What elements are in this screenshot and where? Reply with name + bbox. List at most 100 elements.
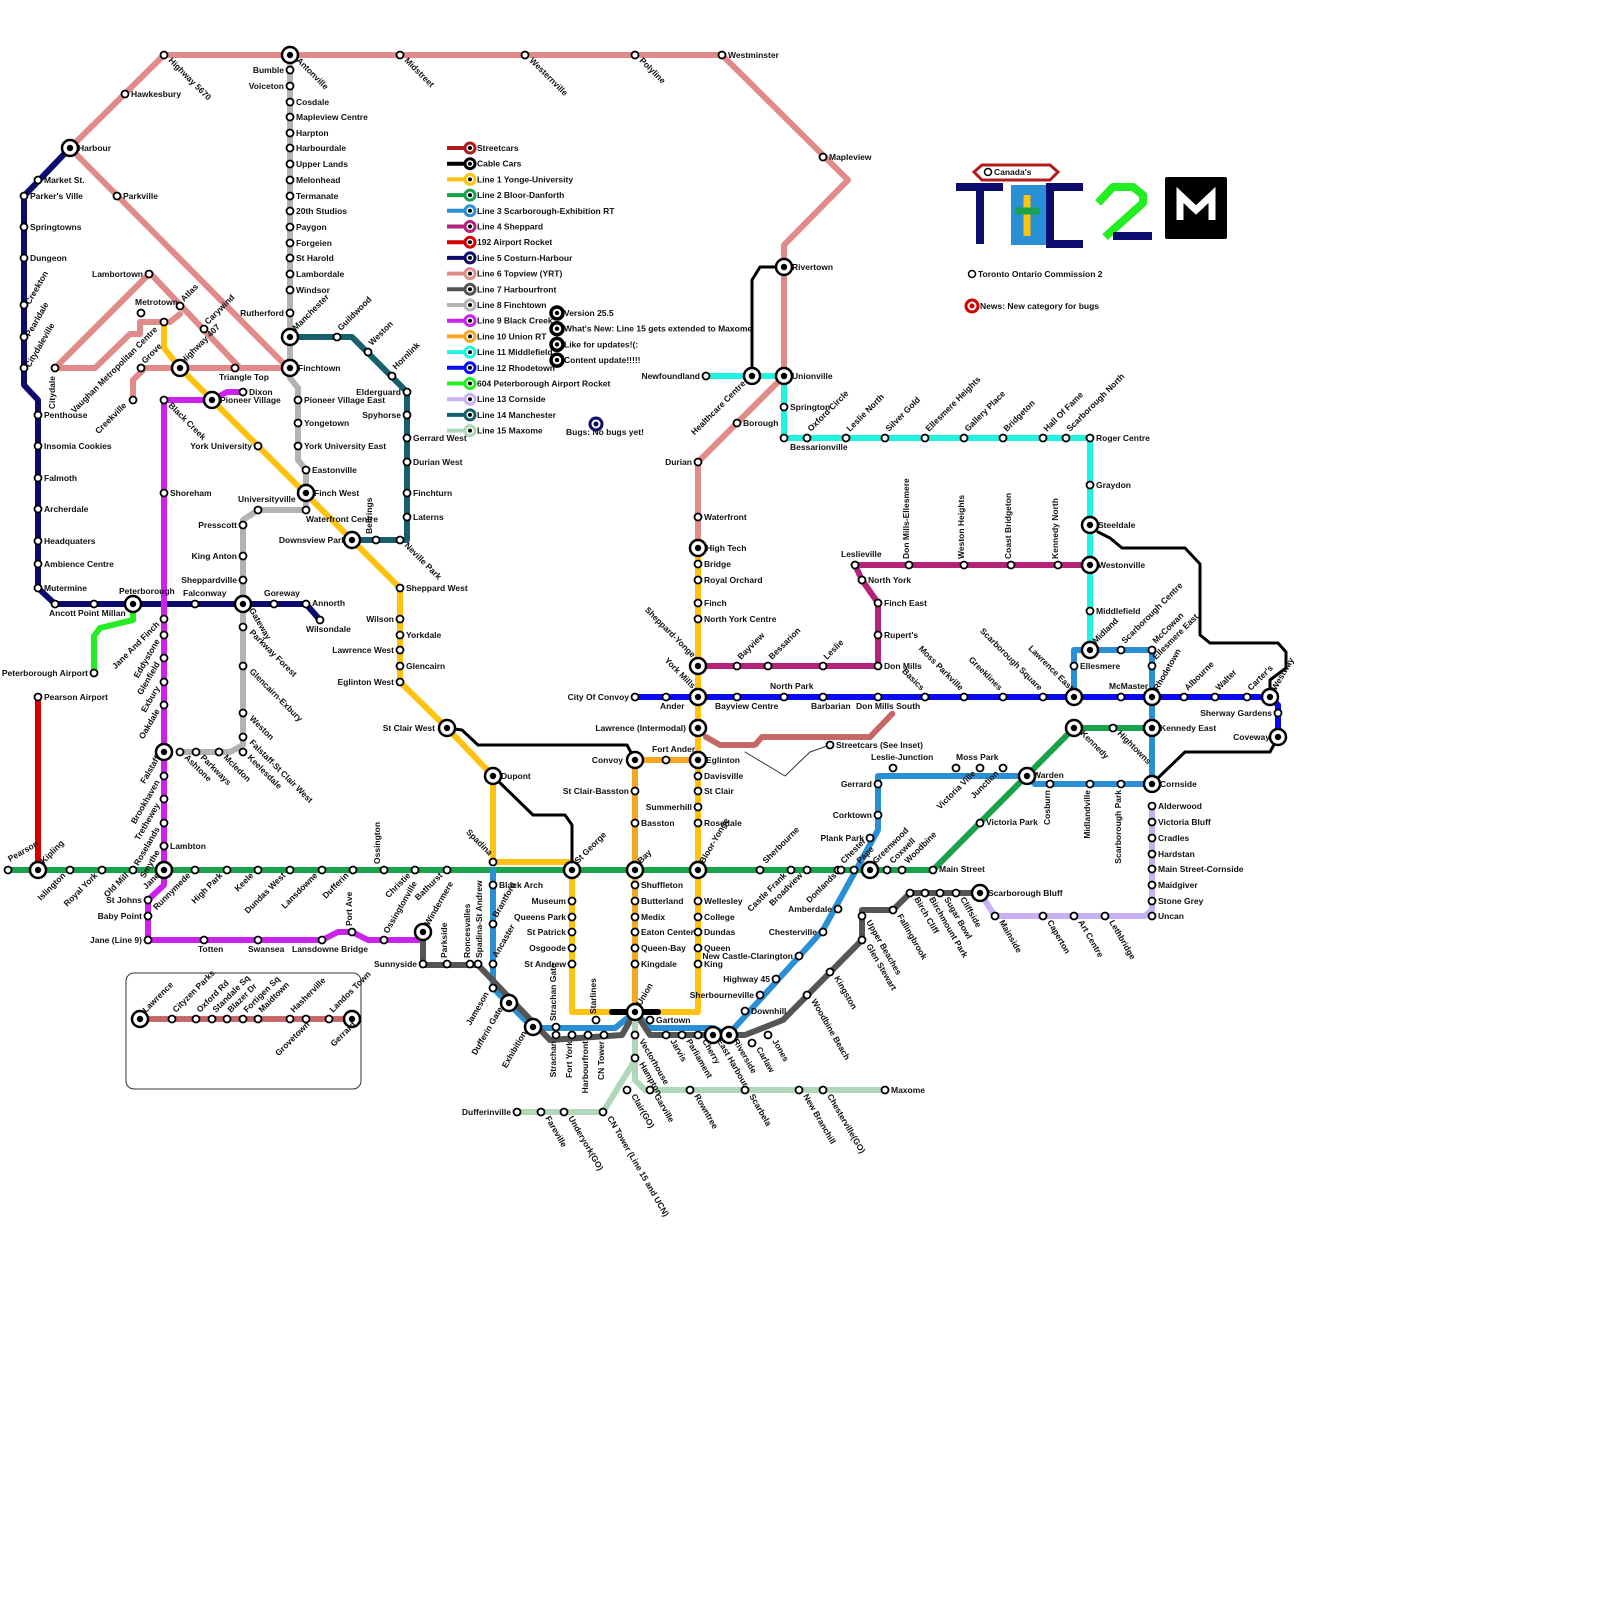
station[interactable]: Newfoundland bbox=[641, 371, 711, 381]
station[interactable]: Laterns bbox=[402, 512, 444, 522]
station[interactable]: Wellesley bbox=[693, 896, 743, 906]
station[interactable]: Presscott bbox=[198, 520, 248, 530]
station[interactable]: Medix bbox=[630, 912, 666, 922]
station[interactable]: Forgeien bbox=[285, 238, 332, 248]
station[interactable]: Sheppard West bbox=[395, 583, 468, 593]
station[interactable]: Dundas bbox=[693, 927, 736, 937]
station[interactable]: Hawkesbury bbox=[120, 89, 182, 99]
station[interactable]: Greeklines bbox=[967, 655, 1008, 702]
station[interactable]: Osgoode bbox=[529, 943, 577, 953]
station[interactable]: Windsor bbox=[285, 285, 331, 295]
station[interactable]: Wilsondale bbox=[306, 615, 351, 635]
station[interactable]: Harbourfront bbox=[580, 1030, 593, 1094]
station[interactable]: Insomia Cookies bbox=[33, 441, 112, 451]
station[interactable]: Cosdale bbox=[285, 97, 330, 107]
station[interactable]: Finch bbox=[693, 598, 727, 608]
station[interactable]: Citydale bbox=[47, 363, 60, 410]
station[interactable]: Durian West bbox=[402, 457, 463, 467]
station[interactable]: Bellrings bbox=[364, 497, 381, 545]
station[interactable]: Plank Park bbox=[821, 833, 875, 843]
station[interactable]: Bayview Centre bbox=[715, 692, 779, 712]
station[interactable]: Swansea bbox=[248, 935, 285, 955]
station[interactable]: Bessarionville bbox=[779, 433, 848, 453]
station[interactable]: Archerdale bbox=[33, 504, 89, 514]
station[interactable]: Summerhill bbox=[646, 802, 703, 812]
station[interactable]: Lansdowne bbox=[279, 865, 327, 911]
station[interactable]: Strachan Gate bbox=[548, 963, 561, 1032]
station[interactable]: Gerrard bbox=[841, 779, 883, 789]
station[interactable]: High Tech bbox=[688, 538, 746, 558]
station[interactable]: Leslie-Junction bbox=[871, 752, 933, 773]
station[interactable]: Peterborough bbox=[119, 586, 175, 614]
station[interactable]: Springton bbox=[779, 402, 831, 412]
station[interactable]: Westernville bbox=[520, 50, 571, 98]
station[interactable]: Goreway bbox=[264, 588, 300, 609]
station[interactable]: Finch West bbox=[296, 483, 359, 503]
station[interactable]: Ander bbox=[660, 692, 685, 712]
station[interactable]: Victoria Park bbox=[975, 817, 1039, 828]
station[interactable]: Kingdale bbox=[630, 959, 678, 969]
station[interactable]: Black Creek bbox=[159, 395, 209, 443]
station[interactable]: Maxome bbox=[880, 1085, 926, 1095]
station[interactable]: Waterfront bbox=[693, 512, 747, 522]
station[interactable]: Scarborough Park bbox=[1113, 779, 1126, 864]
station[interactable]: Coveway bbox=[1233, 727, 1288, 747]
station[interactable]: Gallery Place bbox=[959, 388, 1008, 443]
station[interactable]: Amberdale bbox=[788, 904, 843, 914]
station[interactable]: Maidgiver bbox=[1147, 880, 1199, 890]
station[interactable]: Lansdowne Bridge bbox=[292, 935, 368, 955]
station[interactable]: Scarborough Square bbox=[978, 626, 1048, 702]
station[interactable]: Harbour bbox=[60, 138, 112, 158]
station[interactable]: Triangle Top bbox=[219, 363, 269, 383]
station[interactable]: Fort Ander bbox=[652, 744, 696, 765]
station[interactable]: Weston Heights bbox=[956, 495, 969, 570]
station[interactable]: Lambton bbox=[159, 841, 206, 851]
station[interactable]: York University East bbox=[293, 441, 387, 451]
station[interactable]: Royal Orchard bbox=[693, 575, 763, 585]
station[interactable]: Ossington bbox=[372, 822, 389, 875]
station[interactable]: Headquaters bbox=[33, 536, 96, 546]
station[interactable]: Alderwood bbox=[1147, 801, 1202, 811]
station[interactable]: St Andrew bbox=[524, 959, 577, 969]
station[interactable]: Don Mills-Ellesmere bbox=[901, 478, 914, 570]
station[interactable]: Mapleview Centre bbox=[285, 112, 369, 122]
station[interactable]: Gerrard West bbox=[402, 433, 467, 443]
station[interactable]: Coast Bridgeton bbox=[1003, 493, 1016, 570]
station[interactable]: Art Centre bbox=[1069, 911, 1106, 960]
station[interactable]: Rupert's bbox=[873, 630, 919, 640]
station[interactable]: Ellesmere bbox=[1069, 661, 1121, 671]
station[interactable]: Voiceton bbox=[249, 81, 295, 91]
station[interactable]: Chesterville bbox=[769, 927, 828, 937]
station[interactable]: Market St. bbox=[33, 175, 85, 185]
station[interactable]: Leslie North bbox=[841, 392, 887, 443]
station[interactable]: Mutermine bbox=[33, 583, 88, 593]
station[interactable]: Cradles bbox=[1147, 833, 1190, 843]
station[interactable]: St Patrick bbox=[527, 927, 577, 937]
station[interactable]: Streetcars (See Inset) bbox=[825, 740, 924, 750]
station[interactable]: Lambortown bbox=[92, 269, 154, 279]
station[interactable]: Dupont bbox=[483, 766, 531, 786]
station[interactable]: CN Tower (Line 15 and UCN) bbox=[598, 1107, 672, 1219]
station[interactable]: Falconway bbox=[183, 588, 227, 609]
station[interactable]: Upper Lands bbox=[285, 159, 349, 169]
station[interactable]: 20th Studios bbox=[285, 206, 348, 216]
station[interactable]: King Anton bbox=[192, 551, 248, 561]
station[interactable]: College bbox=[693, 912, 735, 922]
station[interactable]: Ambience Centre bbox=[33, 559, 115, 569]
station[interactable]: Pearson Airport bbox=[33, 692, 109, 702]
station[interactable]: Don Mills South bbox=[856, 692, 920, 712]
station[interactable]: Uncan bbox=[1147, 911, 1184, 921]
station[interactable]: Ellesmere Heights bbox=[920, 374, 983, 443]
station[interactable]: Durian bbox=[665, 457, 703, 467]
station[interactable]: Hardstan bbox=[1147, 849, 1195, 859]
station[interactable]: Cornside bbox=[1142, 774, 1197, 794]
station[interactable]: Finch East bbox=[873, 598, 928, 608]
station[interactable]: Convoy bbox=[592, 750, 645, 770]
station[interactable]: Spyhorse bbox=[362, 410, 412, 420]
station[interactable]: Waterfront Centre bbox=[301, 505, 379, 525]
station[interactable]: Shuffleton bbox=[630, 880, 684, 890]
station[interactable]: St Harold bbox=[285, 253, 334, 263]
station[interactable]: Spadina-St Andrew bbox=[473, 880, 484, 969]
station[interactable]: Dixon bbox=[238, 387, 273, 397]
station[interactable]: Sunnyside bbox=[374, 959, 428, 969]
